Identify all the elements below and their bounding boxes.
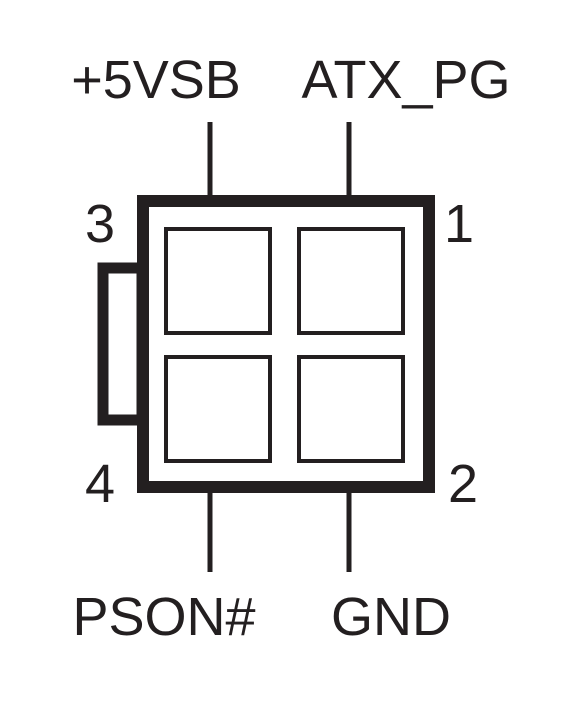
- pin-socket-2: [297, 355, 405, 463]
- pin-socket-3: [164, 227, 272, 335]
- pin-number-2: 2: [448, 454, 478, 514]
- connector-latch: [97, 262, 148, 426]
- pin-socket-4: [164, 355, 272, 463]
- signal-label-pin-2: GND: [331, 587, 451, 647]
- signal-label-pin-4: PSON#: [72, 587, 255, 647]
- signal-label-pin-1: ATX_PG: [301, 50, 510, 110]
- signal-label-pin-3: +5VSB: [71, 50, 241, 110]
- pin-number-1: 1: [444, 194, 474, 254]
- pin-socket-1: [297, 227, 405, 335]
- pin-number-3: 3: [85, 194, 115, 254]
- pin-number-4: 4: [85, 454, 115, 514]
